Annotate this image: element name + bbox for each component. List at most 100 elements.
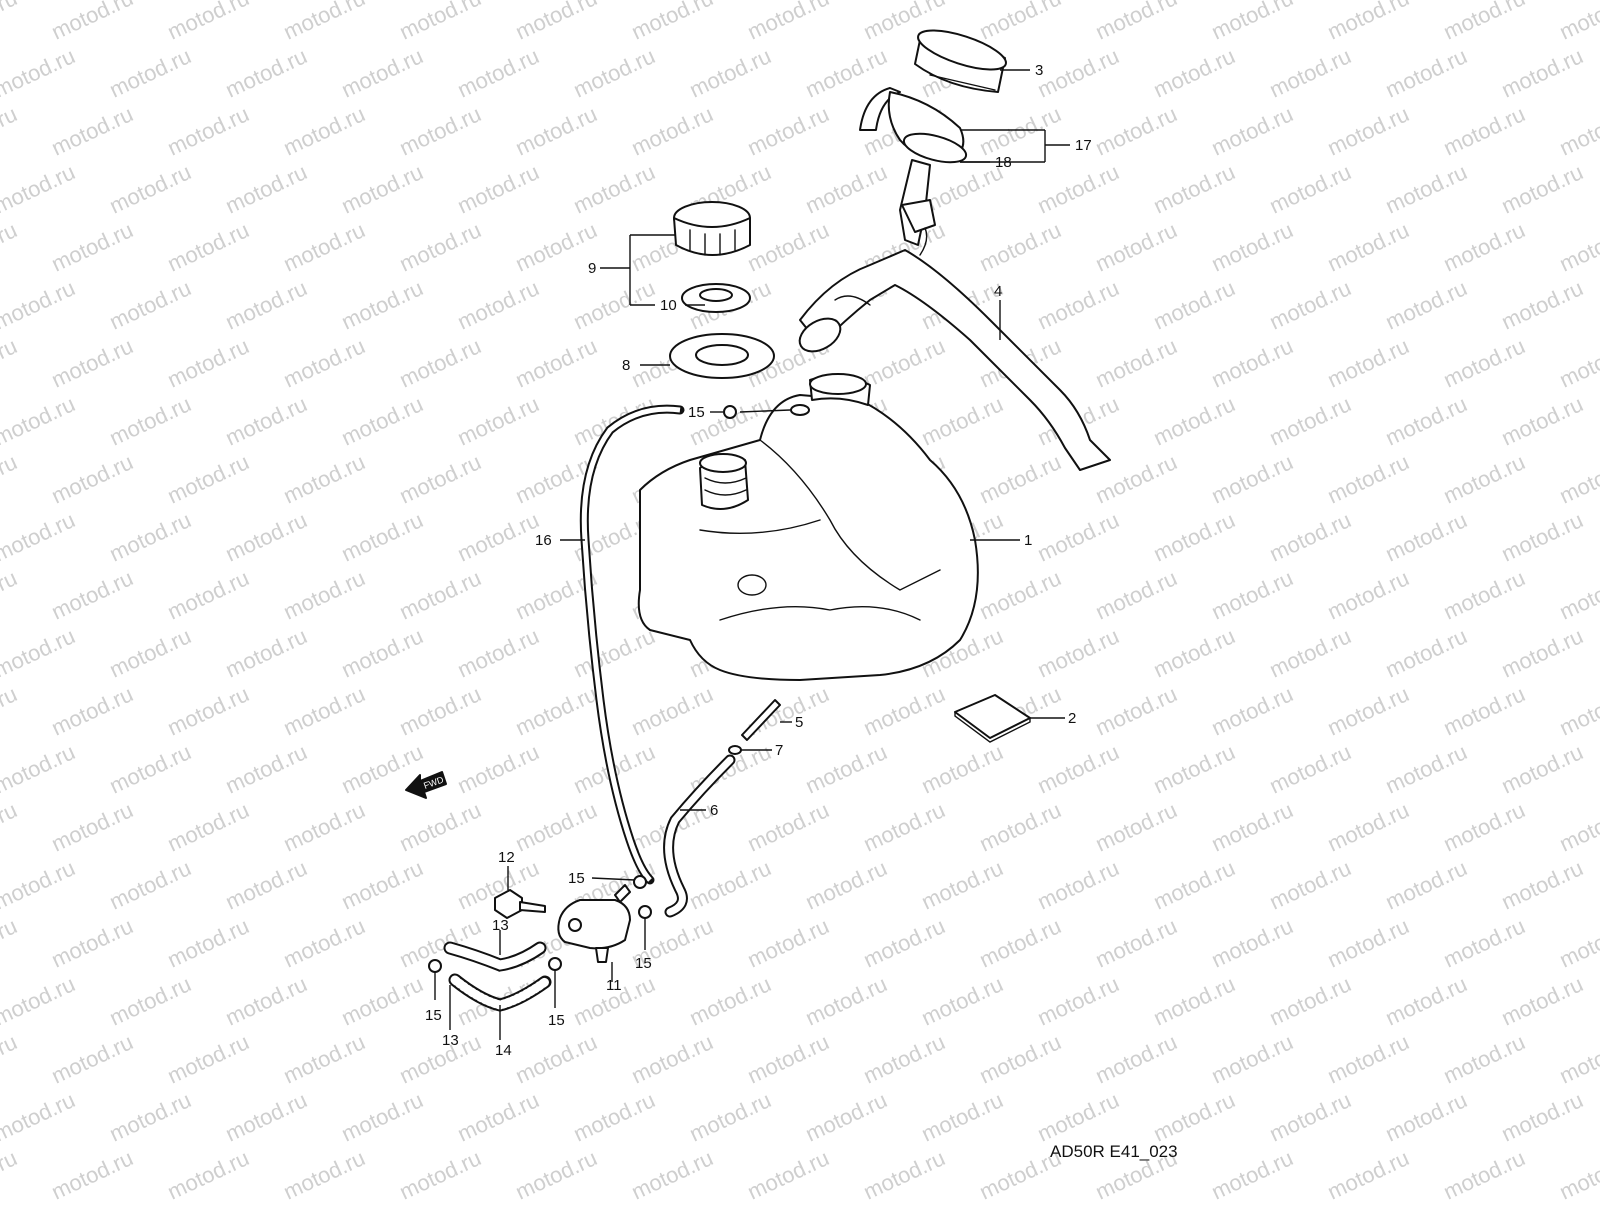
watermark-text: motod.ru — [1324, 449, 1413, 508]
watermark-text: motod.ru — [1266, 159, 1355, 218]
watermark-text: motod.ru — [1382, 43, 1471, 102]
watermark-text: motod.ru — [744, 797, 833, 856]
watermark-text: motod.ru — [1382, 1087, 1471, 1146]
watermark-text: motod.ru — [396, 0, 485, 45]
watermark-text: motod.ru — [1556, 1145, 1600, 1200]
watermark-text: motod.ru — [1556, 449, 1600, 508]
watermark-text: motod.ru — [48, 681, 137, 740]
watermark-text: motod.ru — [1498, 855, 1587, 914]
callout-labels: 3 17 18 9 10 8 4 1 2 5 7 6 16 15 15 15 1… — [425, 62, 1092, 1059]
watermark-text: motod.ru — [454, 623, 543, 682]
watermark-text: motod.ru — [512, 0, 601, 45]
watermark-text: motod.ru — [164, 681, 253, 740]
watermark-text: motod.ru — [1208, 797, 1297, 856]
watermark-text: motod.ru — [48, 101, 137, 160]
watermark-text: motod.ru — [1092, 797, 1181, 856]
fwd-arrow-icon: FWD — [405, 771, 447, 799]
callout-18: 18 — [995, 154, 1012, 171]
watermark-text: motod.ru — [1498, 739, 1587, 798]
watermark-text: motod.ru — [1440, 681, 1529, 740]
watermark-text: motod.ru — [1440, 797, 1529, 856]
callout-2: 2 — [1068, 710, 1076, 727]
part-9-tank-cap — [673, 201, 751, 256]
watermark-text: motod.ru — [396, 333, 485, 392]
part-10-cap-seal — [681, 283, 751, 313]
watermark-text: motod.ru — [48, 913, 137, 972]
callout-15-right: 15 — [548, 1012, 565, 1029]
watermark-text: motod.ru — [48, 333, 137, 392]
watermark-text: motod.ru — [338, 43, 427, 102]
watermark-text: motod.ru — [0, 159, 79, 218]
watermark-text: motod.ru — [1266, 391, 1355, 450]
watermark-text: motod.ru — [1150, 739, 1239, 798]
watermark-text: motod.ru — [1324, 101, 1413, 160]
watermark-text: motod.ru — [570, 623, 659, 682]
watermark-text: motod.ru — [1498, 1087, 1587, 1146]
watermark-text: motod.ru — [802, 739, 891, 798]
watermark-text: motod.ru — [280, 101, 369, 160]
watermark-text: motod.ru — [976, 101, 1065, 160]
watermark-text: motod.ru — [1266, 43, 1355, 102]
watermark-text: motod.ru — [628, 1029, 717, 1088]
part-15-clips — [428, 404, 810, 973]
watermark-text: motod.ru — [860, 1029, 949, 1088]
watermark-text: motod.ru — [1092, 217, 1181, 276]
callout-5: 5 — [795, 714, 803, 731]
watermark-text: motod.ru — [1556, 101, 1600, 160]
watermark-text: motod.ru — [338, 855, 427, 914]
watermark-text: motod.ru — [222, 855, 311, 914]
watermark-text: motod.ru — [1034, 1087, 1123, 1146]
callout-1: 1 — [1024, 532, 1032, 549]
watermark-text: motod.ru — [280, 0, 369, 45]
part-6-fuel-hose — [663, 754, 736, 918]
watermark-text: motod.ru — [1150, 391, 1239, 450]
watermark-text: motod.ru — [1266, 507, 1355, 566]
watermark-text: motod.ru — [802, 855, 891, 914]
watermark-text: motod.ru — [0, 1145, 21, 1200]
watermark-text: motod.ru — [686, 971, 775, 1030]
watermark-text: motod.ru — [1034, 43, 1123, 102]
watermark-text: motod.ru — [1324, 217, 1413, 276]
watermark-text: motod.ru — [802, 1087, 891, 1146]
watermark-text: motod.ru — [396, 1029, 485, 1088]
watermark-text: motod.ru — [1440, 0, 1529, 45]
watermark-text: motod.ru — [164, 565, 253, 624]
watermark-text: motod.ru — [628, 681, 717, 740]
watermark-text: motod.ru — [976, 217, 1065, 276]
watermark-text: motod.ru — [1440, 1145, 1529, 1200]
watermark-text: motod.ru — [106, 971, 195, 1030]
callout-6: 6 — [710, 802, 718, 819]
watermark-text: motod.ru — [1092, 101, 1181, 160]
watermark-text: motod.ru — [628, 1145, 717, 1200]
callout-4: 4 — [994, 283, 1002, 300]
watermark-text: motod.ru — [280, 333, 369, 392]
watermark-text: motod.ru — [222, 43, 311, 102]
watermark-text: motod.ru — [106, 623, 195, 682]
watermark-text: motod.ru — [976, 0, 1065, 45]
watermark-text: motod.ru — [1556, 217, 1600, 276]
watermark-text: motod.ru — [1324, 913, 1413, 972]
watermark-text: motod.ru — [918, 971, 1007, 1030]
watermark-text: motod.ru — [0, 275, 79, 334]
watermark-text: motod.ru — [48, 217, 137, 276]
watermark-text: motod.ru — [918, 739, 1007, 798]
watermark-text: motod.ru — [1208, 101, 1297, 160]
watermark-text: motod.ru — [454, 1087, 543, 1146]
watermark-text: motod.ru — [106, 507, 195, 566]
watermark-text: motod.ru — [338, 275, 427, 334]
watermark-text: motod.ru — [1498, 507, 1587, 566]
watermark-text: motod.ru — [1440, 913, 1529, 972]
watermark-text: motod.ru — [1092, 333, 1181, 392]
watermark-text: motod.ru — [222, 739, 311, 798]
watermark-text: motod.ru — [1092, 681, 1181, 740]
watermark-text: motod.ru — [570, 1087, 659, 1146]
watermark-text: motod.ru — [1440, 101, 1529, 160]
watermark-text: motod.ru — [1150, 623, 1239, 682]
watermark-text: motod.ru — [976, 797, 1065, 856]
watermark-text: motod.ru — [860, 1145, 949, 1200]
watermark-text: motod.ru — [802, 971, 891, 1030]
watermark-text: motod.ru — [1034, 275, 1123, 334]
callout-13-upper: 13 — [492, 917, 509, 934]
part-8-gasket — [669, 333, 775, 379]
